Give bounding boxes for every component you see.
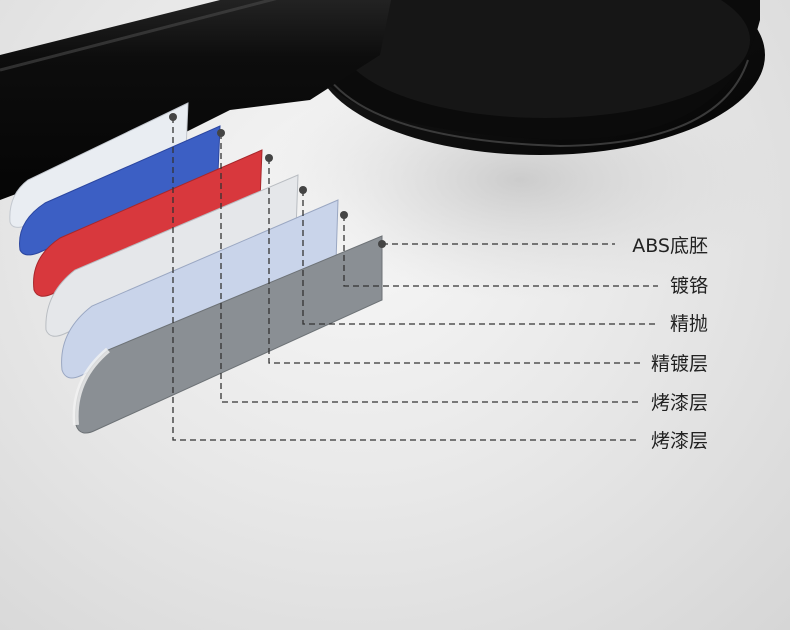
layer-section-3 [45, 174, 299, 337]
layer-label-abs: ABS底胚 [632, 235, 708, 257]
leader-line-3 [268, 158, 640, 364]
layer-sections [9, 102, 383, 434]
layer-section-4 [33, 149, 263, 297]
leader-dots [169, 113, 386, 248]
layer-label-paint-1: 烤漆层 [650, 392, 708, 414]
layer-label-chrome: 镀铬 [669, 275, 708, 297]
layer-section-2 [61, 199, 339, 379]
leader-line-1 [343, 215, 658, 287]
layer-label-polish: 精抛 [669, 313, 708, 335]
shower-head-body [315, 0, 765, 155]
layer-label-paint-2: 烤漆层 [650, 430, 708, 452]
layer-label-fine-plating: 精镀层 [650, 353, 708, 375]
leader-line-2 [302, 190, 658, 325]
layer-section-5 [19, 125, 221, 256]
leader-line-5 [172, 117, 640, 441]
leader-lines [172, 117, 658, 441]
